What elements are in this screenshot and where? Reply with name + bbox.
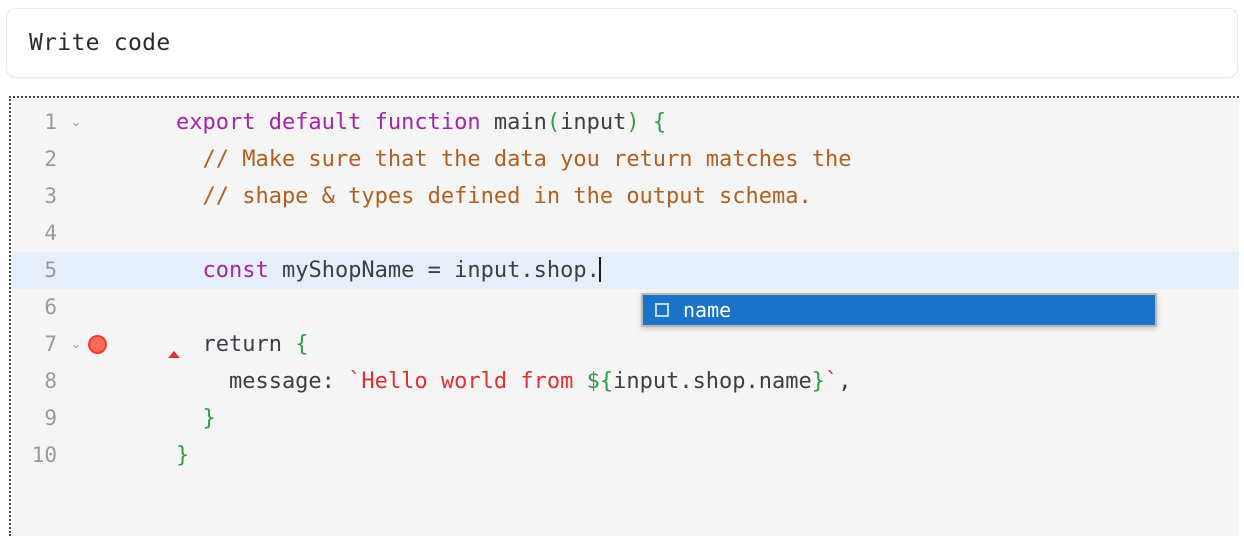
line-number: 6: [44, 295, 57, 319]
token-plain: return: [123, 332, 296, 357]
breakpoint-marker-icon[interactable]: [88, 335, 107, 354]
gutter-line-6[interactable]: 6: [11, 289, 123, 326]
gutter-line-9[interactable]: 9: [11, 400, 123, 437]
code-text[interactable]: }: [123, 400, 216, 437]
code-line-4[interactable]: 4: [11, 215, 1239, 252]
line-number: 8: [44, 369, 57, 393]
gutter-line-3[interactable]: 3: [11, 178, 123, 215]
write-code-panel-header: Write code: [6, 8, 1238, 78]
code-text[interactable]: // shape & types defined in the output s…: [123, 178, 812, 215]
token-comment: // shape & types defined in the output s…: [123, 184, 812, 209]
gutter-line-5[interactable]: 5: [11, 252, 123, 289]
token-string: `: [825, 369, 839, 394]
code-line-8[interactable]: 8 message: `Hello world from ${input.sho…: [11, 363, 1239, 400]
gutter-line-10[interactable]: 10: [11, 437, 123, 474]
code-line-2[interactable]: 2 // Make sure that the data you return …: [11, 141, 1239, 178]
token-plain: myShopName = input.shop.: [268, 258, 600, 283]
code-line-3[interactable]: 3 // shape & types defined in the output…: [11, 178, 1239, 215]
token-plain: input.shop.name: [613, 369, 812, 394]
code-line-5[interactable]: 5 const myShopName = input.shop.: [11, 252, 1239, 289]
line-number: 3: [44, 184, 57, 208]
gutter-line-8[interactable]: 8: [11, 363, 123, 400]
code-text[interactable]: message: `Hello world from ${input.shop.…: [123, 363, 852, 400]
token-kw: const: [202, 258, 269, 283]
token-brace: {: [652, 110, 667, 135]
code-lines-container[interactable]: 1⌄ export default function main(input) {…: [11, 104, 1239, 536]
line-number: 1: [44, 110, 57, 134]
fold-chevron-down-icon[interactable]: ⌄: [70, 115, 82, 130]
fold-chevron-down-icon[interactable]: ⌄: [70, 337, 82, 352]
line-number: 9: [44, 406, 57, 430]
token-brace: }: [175, 443, 190, 468]
line-number: 4: [44, 221, 57, 245]
error-marker-icon: [168, 351, 180, 358]
page-title: Write code: [29, 30, 171, 56]
property-kind-icon: [655, 303, 669, 317]
token-plain: [123, 110, 176, 135]
code-line-1[interactable]: 1⌄ export default function main(input) {: [11, 104, 1239, 141]
code-line-10[interactable]: 10 }: [11, 437, 1239, 474]
token-plain: [123, 406, 202, 431]
token-comment: // Make sure that the data you return ma…: [123, 147, 852, 172]
gutter-line-4[interactable]: 4: [11, 215, 123, 252]
token-string: `Hello world from: [348, 369, 587, 394]
token-plain: [123, 258, 202, 283]
code-text[interactable]: // Make sure that the data you return ma…: [123, 141, 851, 178]
token-brace: ${: [586, 369, 614, 394]
token-brace: }: [202, 406, 216, 431]
gutter-line-2[interactable]: 2: [11, 141, 123, 178]
gutter-line-7[interactable]: 7⌄: [11, 326, 123, 363]
line-number: 5: [44, 258, 57, 282]
code-text[interactable]: }: [123, 437, 189, 474]
text-cursor: [598, 257, 601, 282]
token-plain: message:: [123, 369, 349, 394]
token-plain: [123, 443, 176, 468]
code-text[interactable]: const myShopName = input.shop.: [123, 252, 601, 289]
autocomplete-item-label: name: [683, 298, 732, 322]
code-text[interactable]: export default function main(input) {: [123, 104, 666, 141]
gutter-line-1[interactable]: 1⌄: [11, 104, 123, 141]
token-kw: export default function: [175, 110, 494, 135]
token-plain: [640, 110, 653, 135]
line-number: 10: [31, 443, 57, 467]
token-punct: ): [626, 110, 640, 135]
token-brace: {: [295, 332, 309, 357]
code-line-9[interactable]: 9 }: [11, 400, 1239, 437]
token-punct: (: [546, 110, 561, 135]
line-number: 2: [44, 147, 57, 171]
code-text[interactable]: return {: [123, 326, 308, 363]
autocomplete-item[interactable]: name: [643, 295, 1155, 325]
code-line-7[interactable]: 7⌄ return {: [11, 326, 1239, 363]
token-brace: }: [811, 369, 826, 394]
token-plain: main: [493, 110, 547, 135]
code-line-6[interactable]: 6: [11, 289, 1239, 326]
token-plain: input: [560, 110, 627, 135]
token-plain: ,: [838, 369, 852, 394]
line-number: 7: [44, 332, 57, 356]
autocomplete-popup[interactable]: name: [641, 293, 1157, 327]
